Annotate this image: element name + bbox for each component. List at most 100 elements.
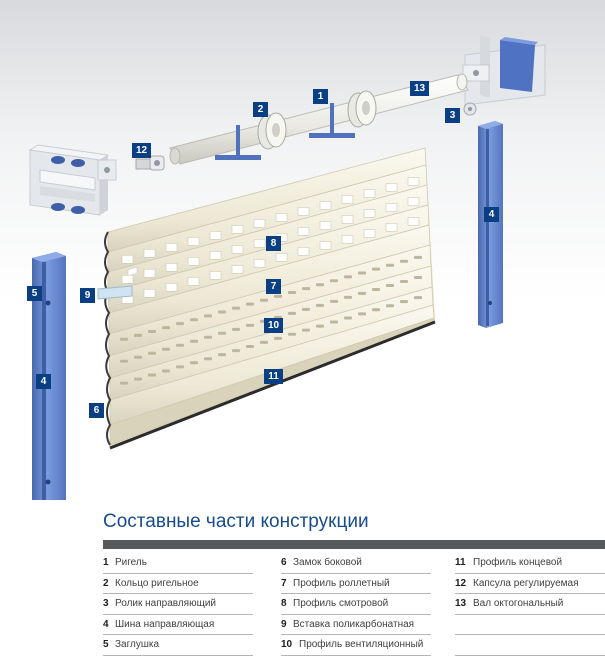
vent-slot	[232, 306, 240, 310]
vent-slot	[134, 377, 142, 381]
callout-13: 13	[410, 81, 429, 96]
section-title: Составные части конструкции	[103, 511, 369, 532]
window-slot	[407, 197, 420, 206]
vent-slot	[316, 303, 324, 307]
exploded-diagram: 1 2 3 4 4 5 6 7 8 9 10 11 12 13	[0, 0, 605, 526]
legend-number: 11	[455, 557, 466, 568]
legend-number: 10	[281, 639, 293, 650]
window-slot	[319, 201, 332, 210]
legend-number: 3	[103, 598, 109, 609]
window-slot	[121, 274, 134, 284]
vent-slot	[148, 329, 156, 333]
legend-label: Профиль роллетный	[293, 577, 390, 589]
legend-label: Вал октогональный	[473, 598, 564, 609]
callout-7: 7	[266, 279, 281, 294]
legend-number: 6	[281, 557, 287, 568]
vent-slot	[246, 302, 254, 306]
vent-slot	[330, 299, 338, 303]
window-slot	[253, 259, 266, 268]
legend-number: 2	[103, 577, 109, 589]
window-slot	[143, 288, 156, 298]
callout-6: 6	[89, 403, 104, 418]
legend-item	[455, 635, 605, 656]
vent-slot	[162, 347, 170, 351]
window-slot	[363, 189, 376, 198]
legend-number: 1	[103, 557, 109, 568]
legend-number: 7	[281, 577, 287, 589]
legend-label: Капсула регулируемая	[473, 577, 579, 589]
callout-8: 8	[266, 236, 281, 251]
vent-slot	[162, 326, 170, 330]
vent-slot	[120, 337, 128, 341]
vent-slot	[400, 279, 408, 283]
vent-slot	[344, 295, 352, 299]
window-slot	[385, 183, 398, 192]
window-slot	[143, 248, 156, 258]
window-slot	[231, 265, 244, 274]
guide-rail-left	[32, 252, 66, 526]
window-slot	[231, 225, 244, 234]
vent-slot	[176, 322, 184, 326]
vent-slot	[288, 290, 296, 294]
shaft-ring-right	[347, 90, 377, 128]
callout-4-left: 4	[36, 374, 51, 389]
window-slot	[209, 271, 222, 280]
vent-slot	[260, 298, 268, 302]
legend-label: Профиль вентиляционный	[299, 639, 424, 650]
vent-slot	[246, 344, 254, 348]
vent-slot	[414, 296, 422, 300]
window-slot	[385, 223, 398, 232]
legend-item: 7 Профиль роллетный	[281, 574, 431, 594]
legend-label: Ролик направляющий	[115, 598, 217, 609]
vent-slot	[372, 267, 380, 271]
vent-slot	[148, 373, 156, 377]
vent-slot	[134, 333, 142, 337]
callout-2: 2	[253, 102, 268, 117]
window-slots	[121, 177, 420, 304]
window-slot	[253, 239, 266, 248]
vent-slot	[204, 357, 212, 361]
viewing-windows	[127, 266, 138, 277]
vent-slot	[190, 361, 198, 365]
vent-slot	[218, 331, 226, 335]
legend-number: 8	[281, 598, 287, 609]
vent-slot	[386, 283, 394, 287]
window-slot	[165, 263, 178, 272]
window-slot	[209, 251, 222, 260]
right-bracket	[462, 35, 546, 106]
legend-item: 6 Замок боковой	[281, 553, 431, 574]
window-slot	[297, 207, 310, 216]
legend-label: Замок боковой	[293, 557, 362, 568]
vent-slot	[288, 332, 296, 336]
window-slot	[275, 253, 288, 262]
window-slot	[209, 231, 222, 240]
legend-item: 3 Ролик направляющий	[103, 594, 253, 615]
diagram-drawing	[0, 0, 605, 526]
legend-label: Профиль смотровой	[293, 598, 389, 609]
vent-slot	[302, 307, 310, 311]
callout-9: 9	[80, 288, 95, 303]
vent-slot	[358, 271, 366, 275]
window-slot	[341, 215, 354, 224]
window-slot	[143, 268, 156, 278]
vent-slot	[190, 318, 198, 322]
callout-3-roller: 3	[445, 108, 460, 123]
vent-slot	[358, 291, 366, 295]
window-slot	[363, 209, 376, 218]
window-slot	[253, 219, 266, 228]
legend-number: 4	[103, 618, 109, 630]
vent-slot	[120, 381, 128, 385]
vent-slot	[288, 311, 296, 315]
window-slot	[407, 217, 420, 226]
guide-roller	[463, 102, 477, 116]
vent-slot	[358, 312, 366, 316]
legend-item: 8 Профиль смотровой	[281, 594, 431, 615]
window-slot	[297, 247, 310, 256]
shaft-ring-left	[257, 112, 287, 150]
callout-12: 12	[132, 143, 151, 158]
vent-slot	[386, 304, 394, 308]
